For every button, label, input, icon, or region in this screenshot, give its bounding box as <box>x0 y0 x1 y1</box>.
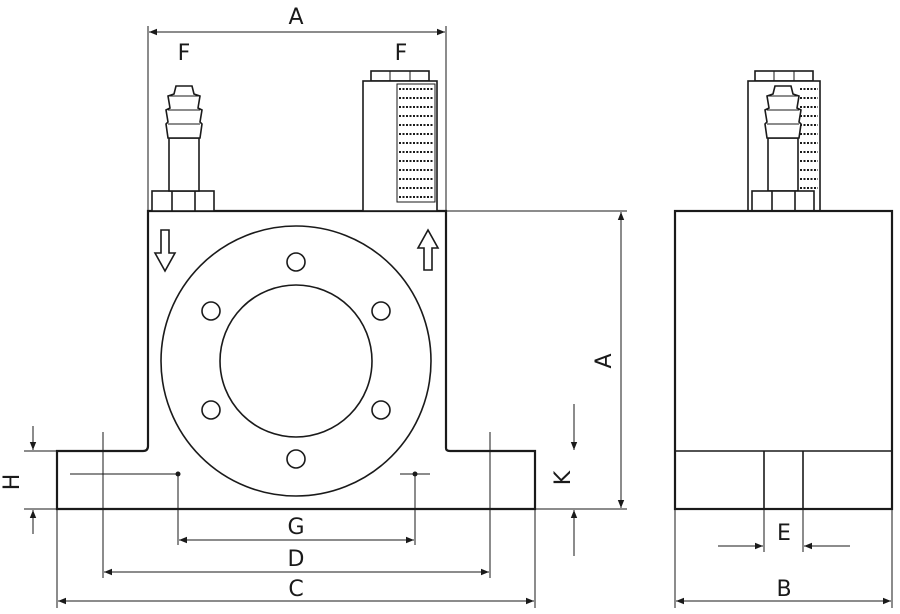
bolt-hole <box>286 449 306 469</box>
left-hex-nut <box>151 190 215 212</box>
side-muffler-mesh <box>800 88 818 189</box>
bolt-hole <box>201 301 221 321</box>
up-arrow-icon <box>416 228 440 271</box>
left-inlet-stem <box>168 137 200 192</box>
muffler-mesh <box>396 83 436 203</box>
hose-barb <box>165 85 203 139</box>
dim-label-f-right: F <box>395 41 408 66</box>
dim-label-e: E <box>777 521 791 546</box>
bore-circle <box>219 284 373 438</box>
bolt-hole <box>371 400 391 420</box>
side-dimensions: E B <box>674 509 893 608</box>
side-inlet-stem <box>767 137 799 192</box>
front-view <box>55 70 537 511</box>
bolt-hole <box>286 252 306 272</box>
dim-label-a-top: A <box>288 5 303 30</box>
down-arrow-icon <box>153 229 177 273</box>
dim-label-d: D <box>288 547 305 572</box>
side-hose-barb <box>764 85 802 139</box>
side-muffler-nut <box>754 70 814 82</box>
bolt-hole <box>371 301 391 321</box>
muffler-mesh-lines <box>399 88 434 198</box>
muffler-body <box>362 80 438 212</box>
dim-label-f-left: F <box>178 41 191 66</box>
front-body-outline <box>55 209 537 511</box>
muffler-nut <box>370 70 430 82</box>
dim-label-a-side: A <box>592 353 617 368</box>
bolt-hole <box>201 400 221 420</box>
dim-label-g: G <box>287 515 304 540</box>
dim-label-c: C <box>288 577 303 602</box>
side-body <box>673 209 894 511</box>
dim-label-h: H <box>0 474 25 491</box>
dim-label-b: B <box>776 577 791 602</box>
front-dimensions: A F F A H K G D C <box>0 5 627 608</box>
dim-label-k: K <box>551 470 576 485</box>
side-hex-nut <box>751 190 815 212</box>
side-view <box>673 70 894 511</box>
flange-circle <box>160 225 432 497</box>
